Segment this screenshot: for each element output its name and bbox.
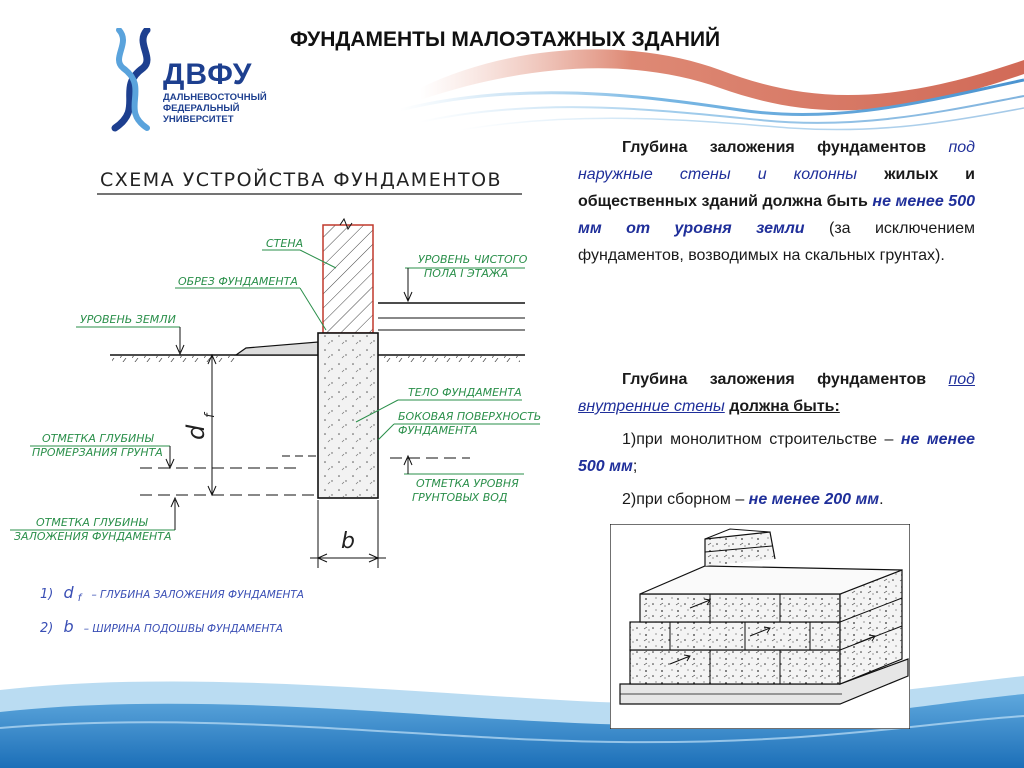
legend-item-2-number: 2) <box>40 621 53 636</box>
p2-text-c: должна быть: <box>729 398 840 415</box>
label-side-line2: ФУНДАМЕНТА <box>398 424 478 437</box>
water-arrow <box>403 454 413 466</box>
b-arrow-left <box>316 553 328 563</box>
p3-text-b: не менее 500 мм <box>578 431 976 475</box>
wall <box>322 224 374 334</box>
p1-text-d: не менее 500 мм от уровня земли <box>578 193 975 237</box>
soil-hatch-right <box>380 356 520 362</box>
logo-subtitle-line: ФЕДЕРАЛЬНЫЙ <box>163 103 240 114</box>
df-arrow-bottom <box>207 485 217 497</box>
p2-text-a: Глубина заложения фундаментов <box>622 371 927 388</box>
p1-text-a: Глубина заложения фундаментов <box>622 139 927 156</box>
slide-title: ФУНДАМЕНТЫ МАЛОЭТАЖНЫХ ЗДАНИЙ <box>290 28 721 51</box>
label-floor-line1: УРОВЕНЬ ЧИСТОГО <box>418 253 528 266</box>
leader-wall-2 <box>299 249 337 269</box>
label-water-line2: ГРУНТОВЫХ ВОД <box>412 491 508 504</box>
freeze-arrow <box>165 458 175 470</box>
leader-body-2 <box>355 399 399 423</box>
bottom-wave-highlight <box>0 715 1024 744</box>
bottom-wave-main <box>0 694 1024 768</box>
label-freeze-line2: ПРОМЕРЗАНИЯ ГРУНТА <box>32 446 163 459</box>
label-depth-line2: ЗАЛОЖЕНИЯ ФУНДАМЕНТА <box>14 530 171 543</box>
label-side-line1: БОКОВАЯ ПОВЕРХНОСТЬ <box>398 410 541 423</box>
university-logo: ДВФУ ДАЛЬНЕВОСТОЧНЫЙ ФЕДЕРАЛЬНЫЙ УНИВЕРС… <box>105 28 275 133</box>
label-edge: ОБРЕЗ ФУНДАМЕНТА <box>178 275 298 288</box>
legend-item-1: 1) d f – ГЛУБИНА ЗАЛОЖЕНИЯ ФУНДАМЕНТА <box>40 583 304 605</box>
label-ground: УРОВЕНЬ ЗЕМЛИ <box>80 313 176 326</box>
p1-text-e: (за исключением фундаментов, возводимых … <box>578 220 975 264</box>
p4-text-c: . <box>879 491 884 508</box>
p2-text-b: под внутренние стены <box>578 371 975 415</box>
foundation-schema-diagram: СХЕМА УСТРОЙСТВА ФУНДАМЕНТОВ d f <box>10 168 541 636</box>
b-arrow-right <box>368 553 380 563</box>
label-water-line1: ОТМЕТКА УРОВНЯ <box>416 477 519 490</box>
label-floor-line2: ПОЛА I ЭТАЖА <box>424 267 508 280</box>
leader-side-2 <box>377 423 395 441</box>
legend-item-1-symbol: d <box>63 583 74 602</box>
top-wave-red <box>420 49 1024 111</box>
back-wall-joint <box>704 545 773 553</box>
legend-item-1-number: 1) <box>40 587 53 602</box>
block-row-1 <box>629 649 841 685</box>
blind-area <box>234 341 319 356</box>
logo-subtitle: ДАЛЬНЕВОСТОЧНЫЙ ФЕДЕРАЛЬНЫЙ УНИВЕРСИТЕТ <box>163 92 273 125</box>
paragraph-external-walls: Глубина заложения фундаментов под наружн… <box>578 134 975 269</box>
legend-item-2: 2) b – ШИРИНА ПОДОШВЫ ФУНДАМЕНТА <box>40 617 283 636</box>
label-body: ТЕЛО ФУНДАМЕНТА <box>408 386 522 399</box>
side-joint <box>839 597 903 623</box>
logo-subtitle-line: ДАЛЬНЕВОСТОЧНЫЙ <box>163 92 267 103</box>
block-arrow-icon <box>749 626 771 637</box>
floor-arrow <box>403 291 413 303</box>
legend-item-2-symbol: b <box>63 617 73 636</box>
depth-arrow <box>170 496 180 508</box>
back-wall-top <box>704 528 771 540</box>
block-arrow-icon <box>854 634 876 645</box>
block-arrow-icon <box>689 598 711 609</box>
schema-heading: СХЕМА УСТРОЙСТВА ФУНДАМЕНТОВ <box>100 168 502 191</box>
label-wall: СТЕНА <box>266 237 303 250</box>
paragraph-internal-walls: Глубина заложения фундаментов под внутре… <box>578 366 975 420</box>
p3-text-a: 1)при монолитном строительстве – <box>622 431 894 448</box>
top-wave-blue-1 <box>399 78 1024 117</box>
df-arrow-top <box>207 353 217 365</box>
logo-name: ДВФУ <box>163 58 253 91</box>
top-wave-blue-3 <box>459 107 1024 131</box>
block-foundation-illustration <box>610 524 910 729</box>
block-row-2 <box>629 621 841 651</box>
logo-subtitle-line: УНИВЕРСИТЕТ <box>163 114 234 125</box>
label-depth-line1: ОТМЕТКА ГЛУБИНЫ <box>36 516 149 529</box>
df-symbol: d <box>182 424 210 440</box>
p4-text-a: 2)при сборном – <box>622 491 745 508</box>
p1-text-b: под наружные стены и колонны <box>578 139 975 183</box>
b-symbol: b <box>341 529 355 554</box>
logo-helix-icon <box>111 28 151 132</box>
legend-item-1-text: – ГЛУБИНА ЗАЛОЖЕНИЯ ФУНДАМЕНТА <box>91 589 304 601</box>
p1-text-c: жилых и общественных зданий должна быть <box>578 166 976 210</box>
top-face <box>639 565 903 595</box>
label-freeze-line1: ОТМЕТКА ГЛУБИНЫ <box>42 432 155 445</box>
paragraph-prefab: 2)при сборном – не менее 200 мм. <box>578 486 975 513</box>
block-arrow-icon <box>669 654 691 665</box>
p3-text-c: ; <box>632 458 638 475</box>
block-row-3 <box>639 593 841 623</box>
ground-arrow <box>175 344 185 356</box>
paragraph-monolithic: 1)при монолитном строительстве – не мене… <box>578 426 975 480</box>
legend-item-2-text: – ШИРИНА ПОДОШВЫ ФУНДАМЕНТА <box>84 623 283 635</box>
p4-text-b: не менее 200 мм <box>748 491 880 508</box>
top-wave-blue-2 <box>419 95 1024 124</box>
wall-break-mark <box>339 217 353 231</box>
df-subscript: f <box>203 411 218 418</box>
soil-hatch-left <box>112 356 240 362</box>
legend-item-1-subscript: f <box>78 593 83 604</box>
leader-edge-2 <box>299 287 327 331</box>
